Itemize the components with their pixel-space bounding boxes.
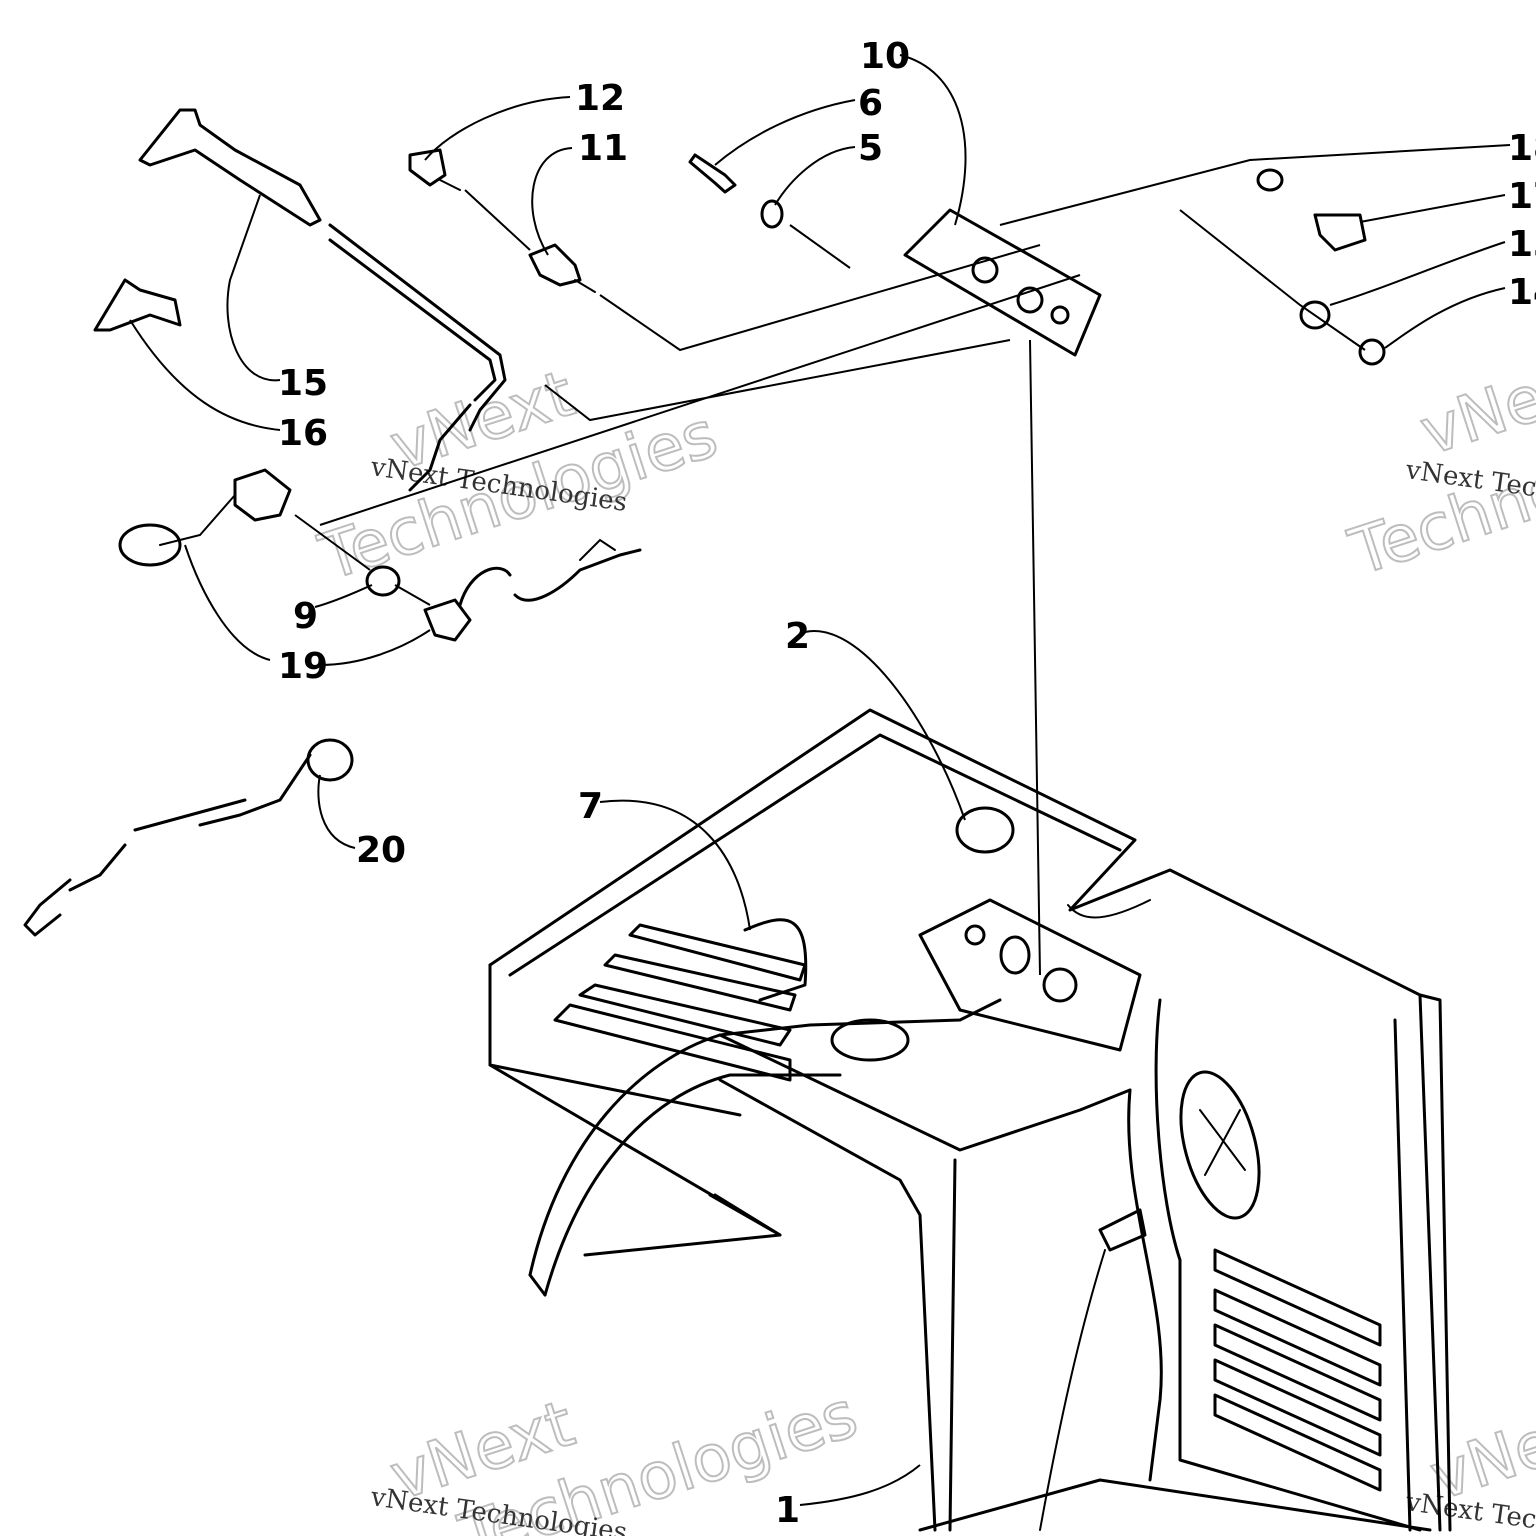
callout-13: 13 <box>1508 224 1536 265</box>
ignition-switch-part <box>528 243 582 287</box>
leader-lines <box>129 54 1511 1506</box>
hex-nut-part <box>1358 338 1386 366</box>
dash-plate <box>903 208 1102 357</box>
callout-10: 10 <box>860 36 910 77</box>
tether-cord-part <box>306 738 354 782</box>
console-housing <box>488 708 1452 1532</box>
bolt-part <box>688 153 737 194</box>
tether-switch-part <box>233 468 292 522</box>
lever-bracket-part <box>93 278 182 332</box>
callout-11: 11 <box>578 128 628 169</box>
callout-17: 17 <box>1508 176 1536 217</box>
watermark-word: vNext <box>1412 342 1536 470</box>
dash-plate-outline <box>903 208 1102 357</box>
washer-part <box>760 199 784 229</box>
callout-16: 16 <box>278 413 328 454</box>
callout-19: 19 <box>278 646 328 687</box>
lockwasher-part <box>1299 300 1331 330</box>
callout-20: 20 <box>356 830 406 871</box>
callout-9: 9 <box>293 596 318 637</box>
throttle-lever-part <box>138 108 322 227</box>
callout-1: 1 <box>775 1490 800 1531</box>
mounting-nut-part <box>365 565 401 597</box>
callout-labels: 10 12 6 11 5 18 17 13 14 15 16 9 19 2 7 … <box>278 36 1536 1531</box>
hardware-parts <box>23 108 1386 937</box>
toggle-switch-part <box>1313 213 1367 252</box>
callout-7: 7 <box>578 786 603 827</box>
callout-18: 18 <box>1508 128 1536 169</box>
nut-part <box>1256 168 1284 192</box>
callout-2: 2 <box>785 616 810 657</box>
callout-6: 6 <box>858 83 883 124</box>
callout-14: 14 <box>1508 272 1536 313</box>
callout-5: 5 <box>858 128 883 169</box>
housing-outline <box>488 708 1442 1532</box>
callout-15: 15 <box>278 363 328 404</box>
callout-12: 12 <box>575 78 625 119</box>
